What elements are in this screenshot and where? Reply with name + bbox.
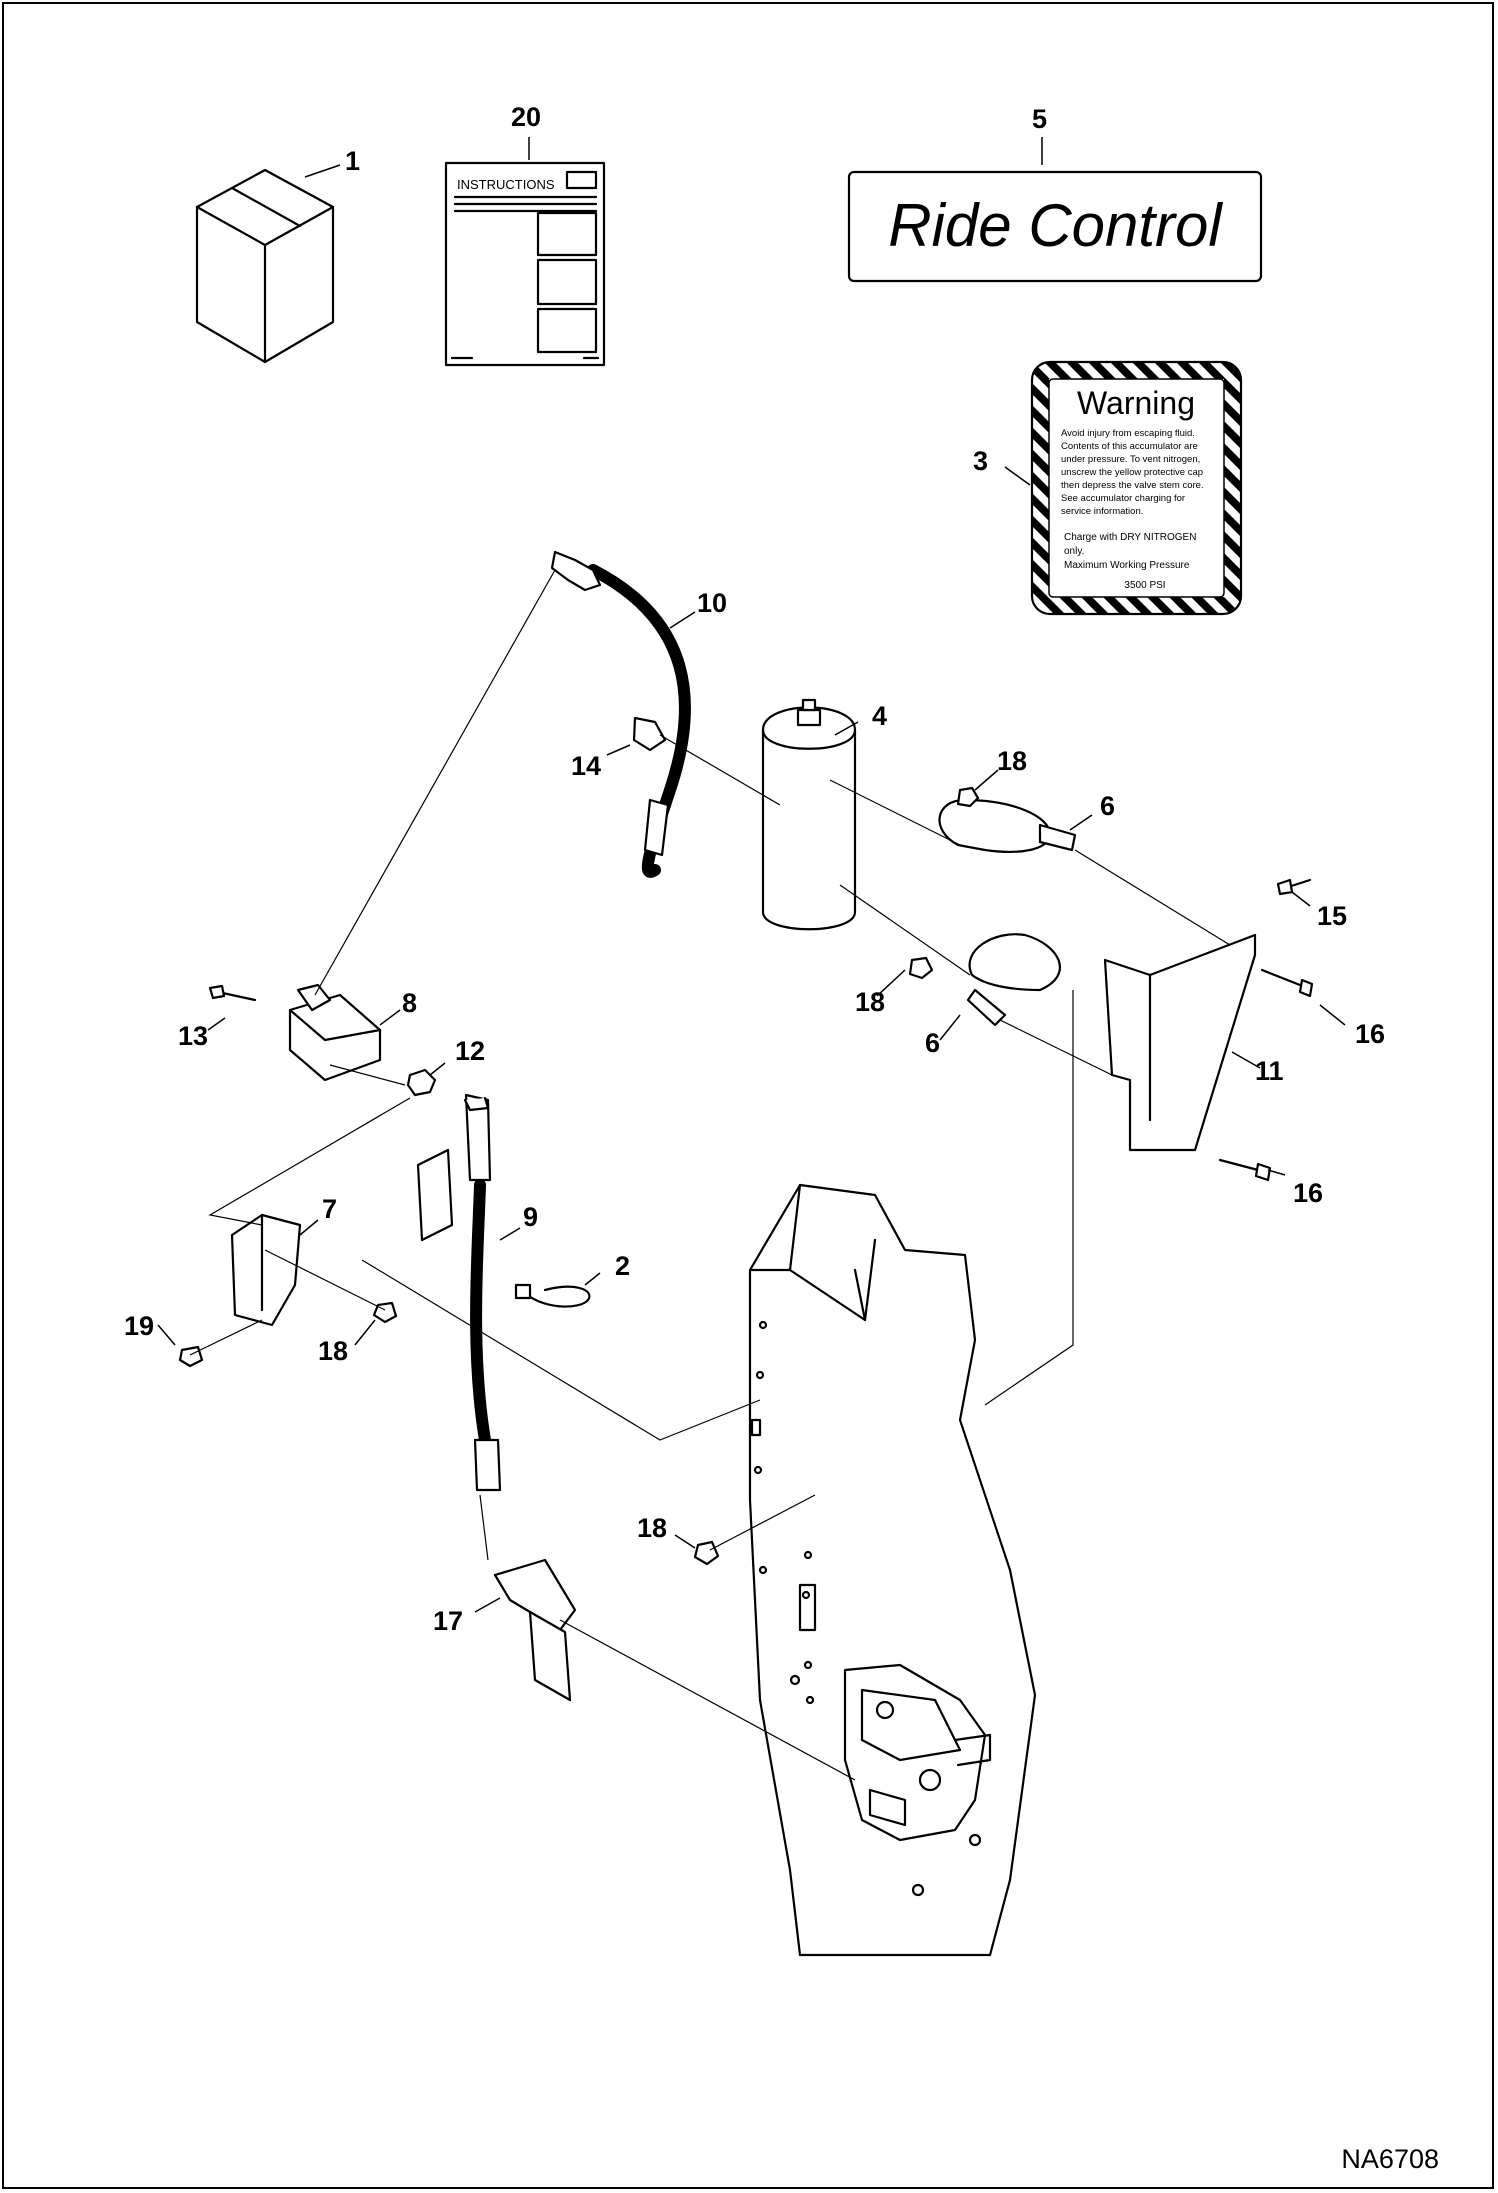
hazard-stripe xyxy=(1396,362,1498,614)
part-4-accumulator xyxy=(761,698,857,931)
callout-14: 14 xyxy=(571,751,601,781)
hazard-stripe xyxy=(1462,362,1498,614)
hazard-stripe xyxy=(1032,362,1043,614)
callout-8: 8 xyxy=(402,988,417,1018)
callout-10: 10 xyxy=(697,588,727,618)
callout-4: 4 xyxy=(872,701,887,731)
part-8-valve-block xyxy=(288,983,382,1082)
hazard-stripe xyxy=(1418,362,1498,614)
loader-upright-frame xyxy=(748,1183,1037,1957)
callout-6b: 6 xyxy=(925,1028,940,1058)
part-10-hose xyxy=(550,550,691,878)
hazard-stripe xyxy=(1242,362,1498,614)
callout-11: 11 xyxy=(1255,1056,1284,1086)
callout-labels: 1 20 5 3 10 4 14 18 6 15 8 13 12 18 6 16… xyxy=(124,102,1385,1636)
callout-18c: 18 xyxy=(318,1336,348,1366)
warning-line-5: then depress the valve stem core. xyxy=(1061,480,1204,491)
hazard-stripe xyxy=(736,362,999,614)
hazard-stripe xyxy=(1286,362,1498,614)
callout-18a: 18 xyxy=(997,746,1027,776)
hazard-stripe xyxy=(1032,362,1065,614)
hazard-stripe xyxy=(648,362,911,614)
diagram-id: NA6708 xyxy=(1341,2144,1439,2174)
callout-12: 12 xyxy=(455,1036,485,1066)
assembly-lines xyxy=(189,569,1231,1781)
part-2-cable-tie xyxy=(514,1283,591,1308)
callout-5: 5 xyxy=(1032,104,1047,134)
warning-line-2: Contents of this accumulator are xyxy=(1061,441,1198,452)
hazard-stripe xyxy=(1374,362,1498,614)
hazard-stripe xyxy=(1308,362,1498,614)
callout-2: 2 xyxy=(615,1251,630,1281)
hazard-stripe xyxy=(1330,362,1498,614)
hazard-stripe xyxy=(1264,362,1498,614)
hazard-stripe xyxy=(604,362,867,614)
hazard-stripe xyxy=(1440,362,1498,614)
part-3-warning-decal xyxy=(1030,360,1243,616)
callout-9: 9 xyxy=(523,1202,538,1232)
callout-16b: 16 xyxy=(1293,1178,1323,1208)
callout-13: 13 xyxy=(178,1021,208,1051)
part-5-ride-control-decal xyxy=(847,170,1263,283)
warning-decal-text: Warning Avoid injury from escaping fluid… xyxy=(1061,385,1204,591)
warning-line-4: unscrew the yellow protective cap xyxy=(1061,467,1203,478)
callout-16a: 16 xyxy=(1355,1019,1385,1049)
warning-pressure-value: 3500 PSI xyxy=(1124,580,1165,591)
warning-charge-1: Charge with DRY NITROGEN xyxy=(1064,532,1196,543)
callout-leaders xyxy=(157,137,1346,1613)
hazard-stripe xyxy=(670,362,933,614)
warning-line-3: under pressure. To vent nitrogen, xyxy=(1061,454,1200,465)
hazard-stripe xyxy=(714,362,977,614)
callout-17: 17 xyxy=(433,1606,463,1636)
hazard-stripe xyxy=(758,362,1021,614)
control-valve xyxy=(843,1663,992,1842)
part-11-bracket xyxy=(1103,933,1257,1152)
part-17-fitting xyxy=(493,1558,577,1702)
hazard-stripe xyxy=(1352,362,1498,614)
part-9-hose xyxy=(416,1093,502,1492)
hazard-stripe xyxy=(1032,362,1109,614)
hardware-fasteners xyxy=(178,786,1314,1566)
hazard-stripe xyxy=(692,362,955,614)
callout-1: 1 xyxy=(345,146,360,176)
hazard-stripe xyxy=(626,362,889,614)
warning-line-7: service information. xyxy=(1061,506,1143,517)
part-12-fitting xyxy=(406,1068,437,1097)
ride-control-text: Ride Control xyxy=(888,192,1223,259)
part-6-clamp-lower xyxy=(966,933,1061,1027)
hazard-stripe xyxy=(1484,362,1498,614)
callout-18b: 18 xyxy=(855,987,885,1017)
callout-18d: 18 xyxy=(637,1513,667,1543)
part-6-clamp-upper xyxy=(938,798,1077,853)
warning-hazard-stripes xyxy=(582,362,1498,614)
hazard-stripe xyxy=(1220,362,1241,614)
warning-charge-2: only. xyxy=(1064,546,1084,557)
callout-7: 7 xyxy=(322,1194,337,1224)
warning-line-1: Avoid injury from escaping fluid. xyxy=(1061,428,1195,439)
callout-20: 20 xyxy=(511,102,541,132)
callout-6a: 6 xyxy=(1100,791,1115,821)
instructions-title: INSTRUCTIONS xyxy=(457,177,555,192)
part-14-elbow xyxy=(632,716,667,752)
part-7-bracket xyxy=(230,1213,302,1327)
warning-title: Warning xyxy=(1077,385,1195,421)
callout-3: 3 xyxy=(973,446,988,476)
hazard-stripe xyxy=(582,362,845,614)
warning-line-6: See accumulator charging for xyxy=(1061,493,1185,504)
callout-15: 15 xyxy=(1317,901,1347,931)
part-20-instructions-sheet xyxy=(444,161,606,367)
callout-19: 19 xyxy=(124,1311,154,1341)
warning-pressure-label: Maximum Working Pressure xyxy=(1064,560,1190,571)
part-1-box xyxy=(195,168,335,364)
